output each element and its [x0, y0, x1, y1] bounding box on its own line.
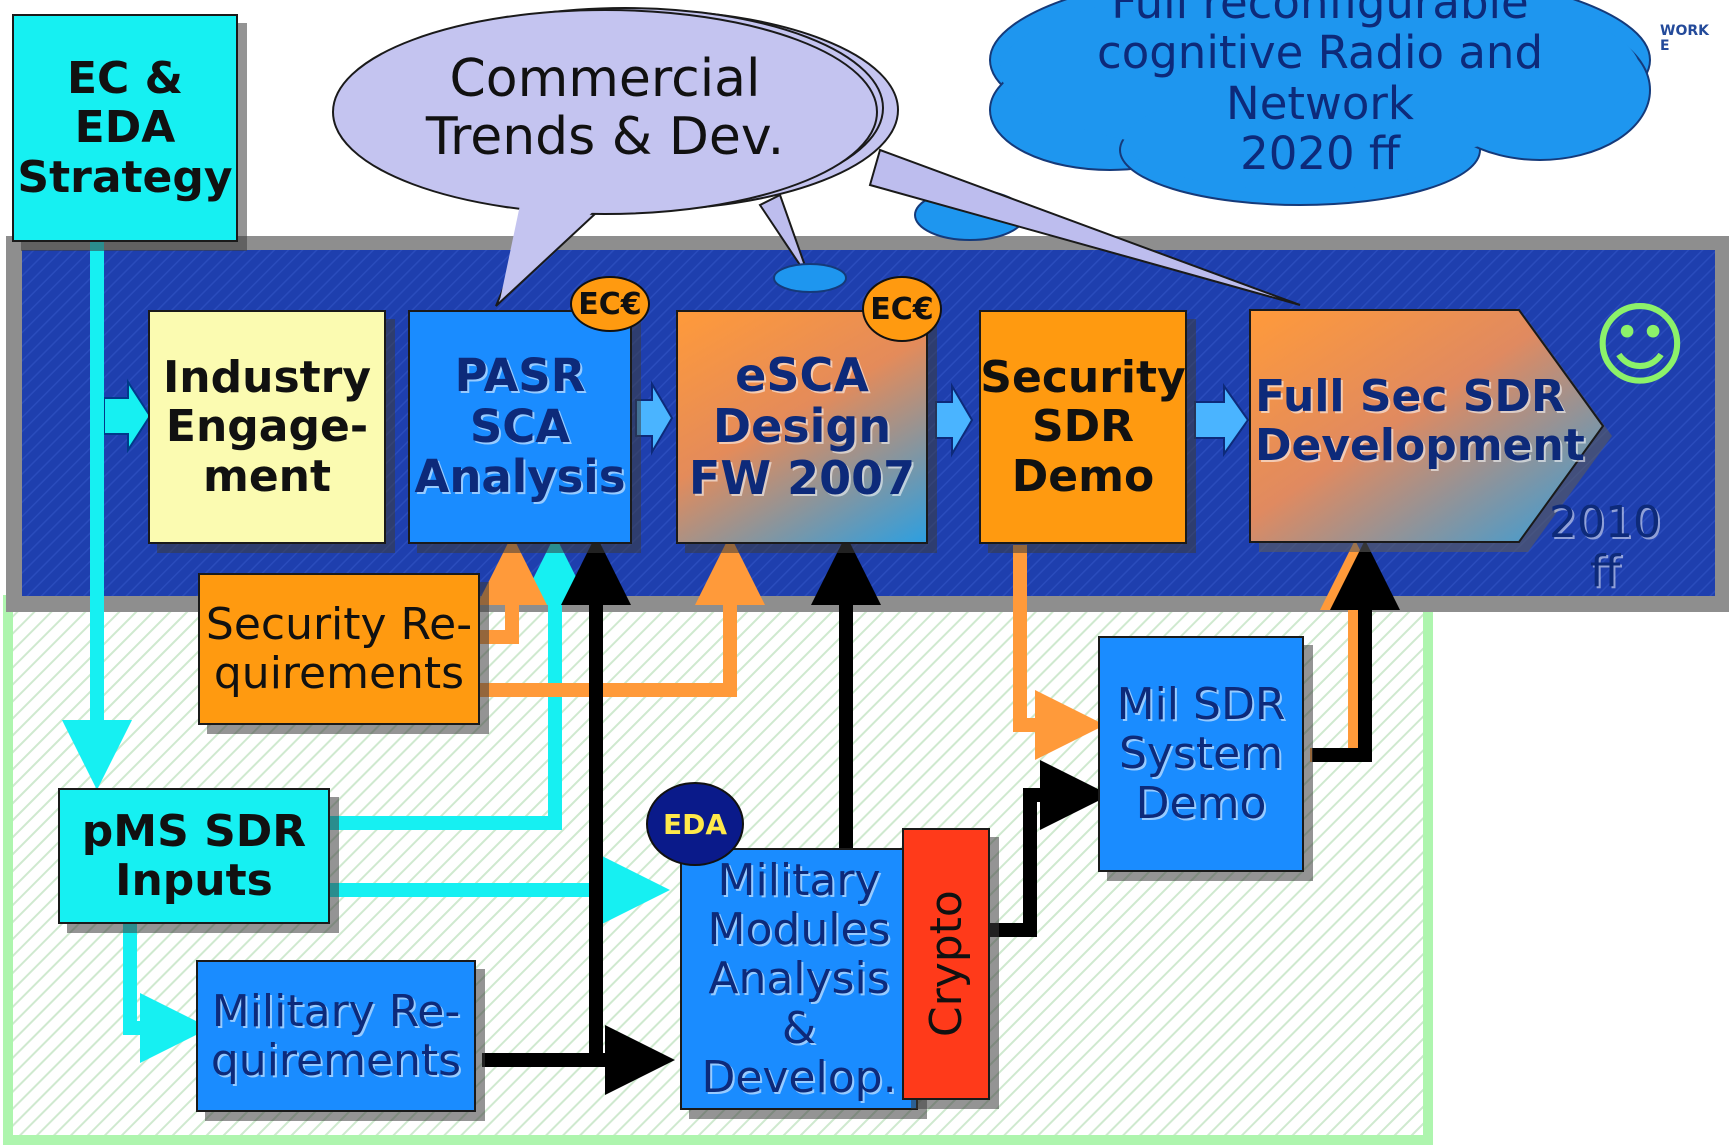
pms-sdr-inputs-box: pMS SDR Inputs: [58, 788, 330, 924]
ec-eda-strategy-box: EC & EDA Strategy: [12, 14, 238, 242]
band-arrow-2: [635, 380, 674, 456]
smiley-icon: ☺: [1592, 292, 1688, 399]
arrow-secreq-pasr: [477, 535, 547, 644]
crypto-box: Crypto: [902, 828, 990, 1100]
bubble-tail-mid: [758, 193, 811, 281]
security-sdr-demo-box: Security SDR Demo: [979, 310, 1187, 544]
ec-funding-badge-pasr: EC€: [570, 276, 650, 332]
bubble-text: Commercial Trends & Dev.: [425, 49, 785, 168]
military-requirements-box: Military Re- quirements: [196, 960, 476, 1112]
year-label: 2010 ff: [1549, 497, 1661, 598]
industry-engagement-box: Industry Engage- ment: [148, 310, 386, 544]
cloud-text: Full reconfigurable cognitive Radio and …: [1096, 0, 1544, 181]
logo-fragment: WORK E: [1660, 23, 1709, 55]
band-arrow-1: [103, 378, 152, 454]
band-arrow-4: [1194, 382, 1250, 458]
full-sec-sdr-label: Full Sec SDR Development: [1255, 371, 1585, 472]
band-arrow-3: [935, 382, 974, 458]
arrow-mildemo-fullsec-black: [1312, 540, 1400, 762]
full-sec-shape: [1249, 309, 1605, 543]
arrow-crypto-mildemo: [990, 760, 1110, 937]
crypto-label: Crypto: [920, 890, 972, 1038]
bubble-drop: [773, 263, 847, 293]
arrow-pms-milreq: [123, 920, 210, 1063]
pasr-sca-analysis-box: PASR SCA Analysis: [408, 310, 632, 544]
eda-badge: EDA: [646, 782, 744, 866]
ec-funding-badge-esca: EC€: [862, 276, 942, 342]
esca-design-box: eSCA Design FW 2007: [676, 310, 928, 544]
arrow-secdemo-mildemo: [1013, 545, 1105, 760]
arrow-secreq-esca: [480, 535, 765, 697]
bubble-tail-right: [868, 148, 1301, 306]
mil-sdr-system-demo-box: Mil SDR System Demo: [1098, 636, 1304, 872]
arrow-pms-pasr: [330, 535, 590, 830]
bubble-front: [332, 9, 878, 215]
security-requirements-box: Security Re- quirements: [198, 573, 480, 725]
military-modules-box: Military Modules Analysis & Develop.: [680, 848, 918, 1110]
